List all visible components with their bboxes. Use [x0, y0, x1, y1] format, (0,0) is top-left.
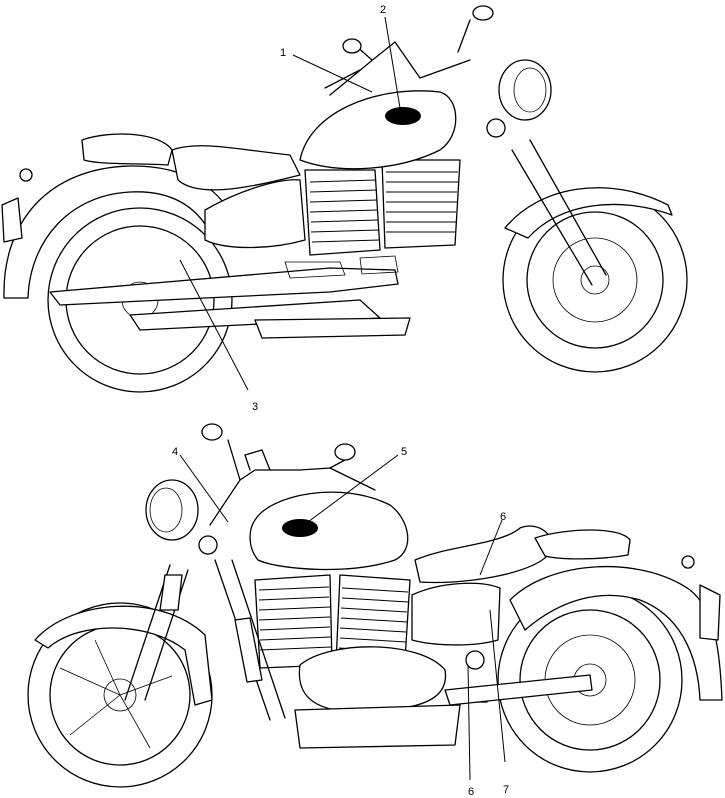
exhaust-pipes-top	[49, 267, 399, 306]
side-cover-bottom	[411, 582, 501, 646]
rear-fender-bottom	[509, 565, 723, 701]
front-fender-top	[504, 187, 673, 239]
motorcycle-left-side-view	[27, 423, 723, 788]
callout-5: 5	[401, 446, 407, 458]
callout-3: 3	[252, 401, 258, 413]
engine-top	[254, 159, 461, 339]
seat-bottom	[414, 525, 553, 584]
callout-6-frame: 6	[468, 786, 474, 798]
callout-2: 2	[380, 4, 386, 16]
callout-leaders	[179, 16, 506, 781]
fuel-tank-bottom	[249, 491, 409, 571]
fuel-tank-top	[299, 90, 457, 170]
side-cover-top	[204, 179, 306, 249]
callout-4: 4	[172, 446, 178, 458]
engine-bottom	[254, 574, 461, 749]
tank-emblem-bottom	[282, 519, 318, 537]
callout-6-seat: 6	[500, 511, 506, 523]
callout-7: 7	[503, 784, 509, 796]
callout-1: 1	[280, 47, 286, 59]
handlebar-bottom	[209, 467, 376, 526]
callout-labels: 1 2 3 4 5 6 6 7	[172, 4, 509, 798]
motorcycle-right-side-view	[1, 5, 688, 393]
tank-emblem-top	[385, 107, 421, 125]
seat-top	[171, 145, 301, 191]
